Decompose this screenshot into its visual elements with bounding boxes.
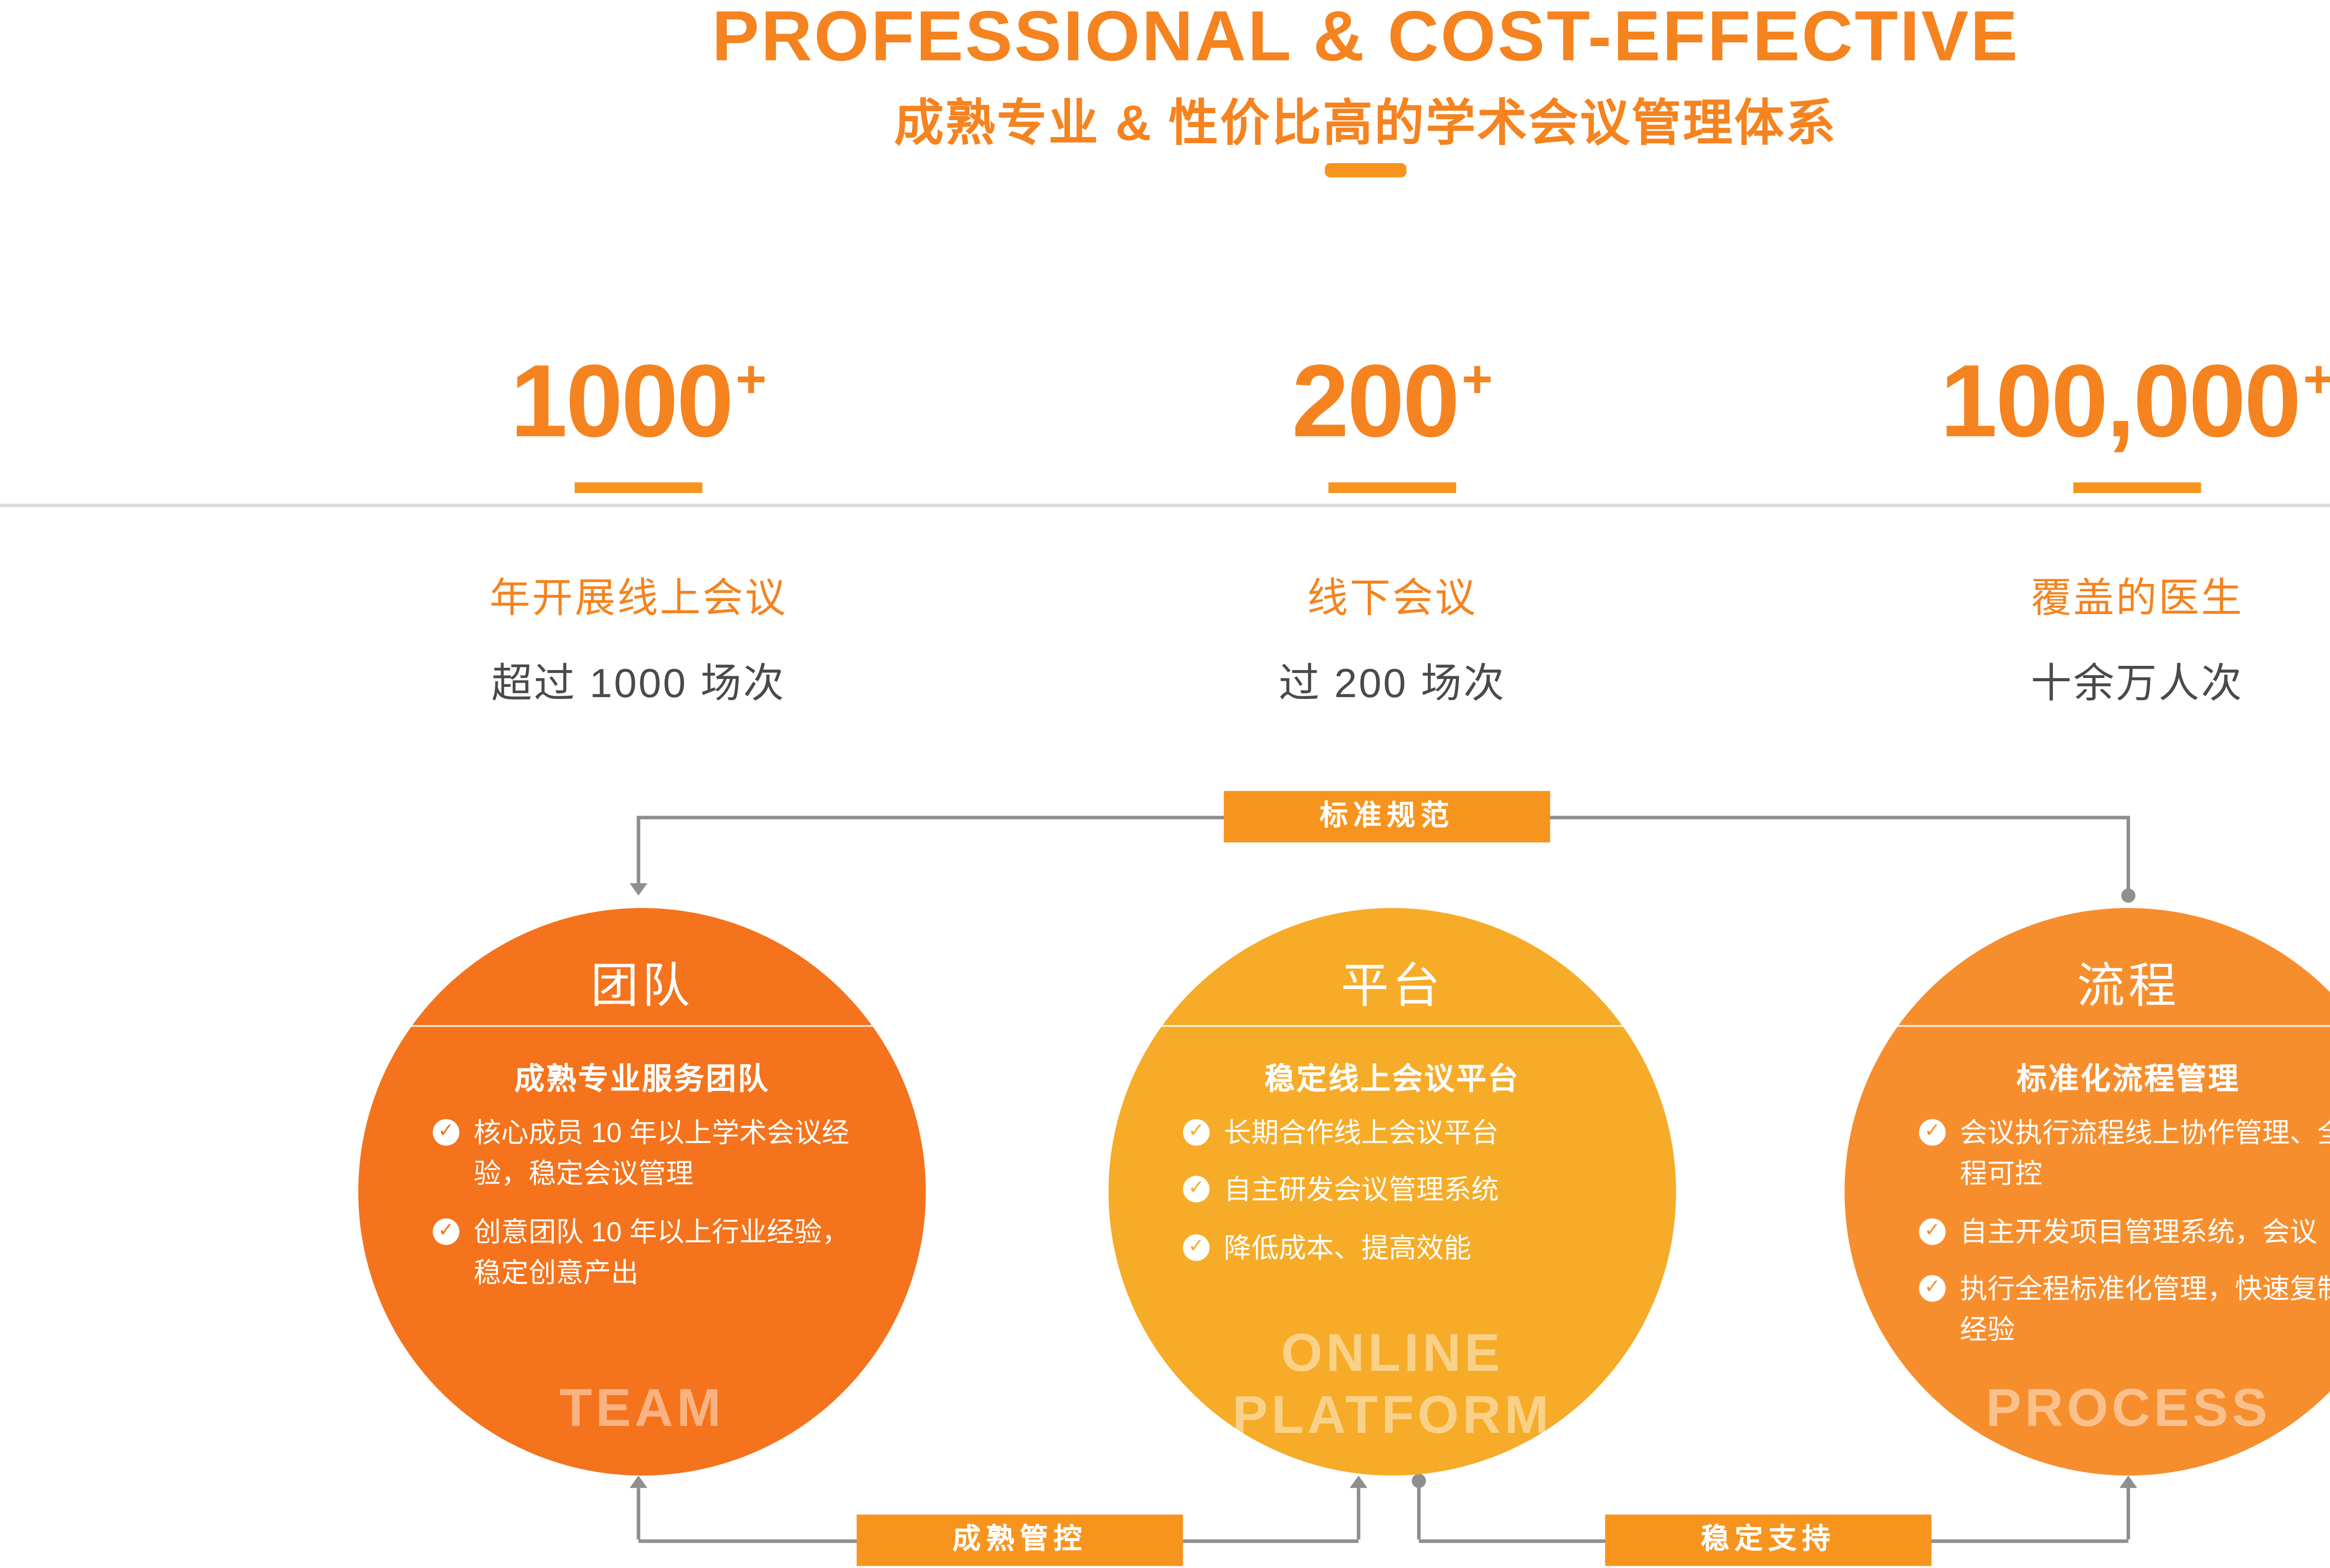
top-connector-right-drop [2126, 815, 2130, 892]
bullet-list: ✓ 长期合作线上会议平台 ✓ 自主研发会议管理系统 ✓ 降低成本、提高效能 [1183, 1114, 1619, 1269]
connector-dot [2121, 888, 2136, 903]
circle-watermark: PROCESS [1986, 1379, 2271, 1438]
circle-watermark: TEAM [559, 1379, 725, 1438]
arrow-down-icon [630, 883, 648, 896]
bullet-item: ✓ 创意团队 10 年以上行业经验，稳定创意产出 [432, 1212, 869, 1294]
plus-superscript: + [735, 351, 767, 410]
circle-title: 团队 [590, 959, 694, 1013]
bottom-right-connector-right-drop [2126, 1488, 2130, 1540]
bullet-text: 自主研发会议管理系统 [1224, 1176, 1499, 1207]
connector-label-top: 标准规范 [1224, 791, 1550, 842]
circle-platform: 平台 稳定线上会议平台 ✓ 长期合作线上会议平台 ✓ 自主研发会议管理系统 ✓ … [1108, 908, 1676, 1476]
check-circle-icon: ✓ [1183, 1119, 1210, 1146]
check-circle-icon: ✓ [432, 1119, 459, 1146]
circle-divider [1158, 1025, 1627, 1027]
circle-subtitle: 成熟专业服务团队 [514, 1062, 770, 1096]
stats-horizontal-rule [0, 503, 2330, 507]
stat-underline [575, 482, 703, 493]
stat-description: 过 200 场次 [1278, 659, 1506, 706]
stat-value: 100,000+ [1836, 347, 2330, 475]
connector-label-bottom-left: 成熟管控 [857, 1514, 1183, 1566]
bullet-text: 执行全程标准化管理，快速复制经验 [1960, 1274, 2330, 1346]
bullet-list: ✓ 会议执行流程线上协作管理、全程可控 ✓ 自主开发项目管理系统，会议 ✓ 执行… [1919, 1114, 2330, 1352]
arrow-up-icon [1350, 1475, 1368, 1488]
connector-dot [1412, 1473, 1426, 1488]
stat-description: 十余万人次 [2030, 659, 2244, 706]
arrow-up-icon [630, 1475, 648, 1488]
stat-number: 100,000 [1940, 344, 2301, 459]
bullet-text: 降低成本、提高效能 [1224, 1233, 1472, 1264]
connector-label-bottom-right: 稳定支持 [1605, 1514, 1932, 1566]
bullet-text: 创意团队 10 年以上行业经验，稳定创意产出 [473, 1217, 850, 1289]
bullet-list: ✓ 核心成员 10 年以上学术会议经验，稳定会议管理 ✓ 创意团队 10 年以上… [432, 1114, 869, 1294]
circle-title: 流程 [2076, 959, 2180, 1013]
stat-offline-meetings: 200+ 线下会议 过 200 场次 [1091, 347, 1694, 709]
stat-label: 覆盖的医生 [2030, 575, 2244, 621]
plus-superscript: + [2303, 351, 2330, 410]
stat-underline [1328, 482, 1456, 493]
stat-number: 1000 [510, 344, 734, 459]
stat-doctors-covered: 100,000+ 覆盖的医生 十余万人次 [1836, 347, 2330, 709]
bullet-item: ✓ 自主研发会议管理系统 [1183, 1171, 1619, 1212]
plus-superscript: + [1461, 351, 1493, 410]
page-subtitle: 成熟专业 & 性价比高的学术会议管理体系 [894, 96, 1837, 151]
stat-label: 年开展线上会议 [489, 575, 788, 621]
stat-label: 线下会议 [1307, 575, 1478, 621]
check-circle-icon: ✓ [1919, 1217, 1946, 1244]
circle-watermark: ONLINE PLATFORM [1232, 1325, 1553, 1445]
page-title: PROFESSIONAL & COST-EFFECTIVE [712, 0, 2020, 76]
bullet-item: ✓ 自主开发项目管理系统，会议 [1919, 1212, 2330, 1253]
bottom-right-connector-left-drop [1417, 1486, 1420, 1540]
circle-subtitle: 稳定线上会议平台 [1264, 1062, 1520, 1096]
bullet-item: ✓ 会议执行流程线上协作管理、全程可控 [1919, 1114, 2330, 1196]
bullet-item: ✓ 降低成本、提高效能 [1183, 1228, 1619, 1269]
stat-underline [2073, 482, 2201, 493]
check-circle-icon: ✓ [1919, 1274, 1946, 1301]
bullet-text: 长期合作线上会议平台 [1224, 1119, 1499, 1150]
circle-subtitle: 标准化流程管理 [2016, 1062, 2240, 1096]
bullet-text: 自主开发项目管理系统，会议 [1960, 1217, 2317, 1248]
bullet-text: 核心成员 10 年以上学术会议经验，稳定会议管理 [473, 1119, 850, 1191]
circle-title: 平台 [1341, 959, 1444, 1013]
bottom-left-connector-right-drop [1357, 1488, 1360, 1540]
circle-process: 流程 标准化流程管理 ✓ 会议执行流程线上协作管理、全程可控 ✓ 自主开发项目管… [1844, 908, 2330, 1476]
bullet-item: ✓ 长期合作线上会议平台 [1183, 1114, 1619, 1155]
check-circle-icon: ✓ [432, 1217, 459, 1244]
stat-value: 200+ [1091, 347, 1694, 475]
stat-number: 200 [1292, 344, 1460, 459]
bottom-left-connector-left-drop [637, 1488, 640, 1540]
bullet-item: ✓ 执行全程标准化管理，快速复制经验 [1919, 1269, 2330, 1352]
title-divider-bar [1325, 163, 1407, 178]
bullet-item: ✓ 核心成员 10 年以上学术会议经验，稳定会议管理 [432, 1114, 869, 1196]
check-circle-icon: ✓ [1183, 1233, 1210, 1260]
circle-divider [1894, 1025, 2330, 1027]
check-circle-icon: ✓ [1919, 1119, 1946, 1146]
stat-online-meetings: 1000+ 年开展线上会议 超过 1000 场次 [337, 347, 940, 709]
bullet-text: 会议执行流程线上协作管理、全程可控 [1960, 1119, 2330, 1191]
top-connector-left-drop [637, 815, 640, 883]
arrow-up-icon [2119, 1475, 2138, 1488]
check-circle-icon: ✓ [1183, 1176, 1210, 1203]
stat-value: 1000+ [337, 347, 940, 475]
circle-divider [408, 1025, 877, 1027]
stat-description: 超过 1000 场次 [491, 659, 786, 706]
circle-team: 团队 成熟专业服务团队 ✓ 核心成员 10 年以上学术会议经验，稳定会议管理 ✓… [358, 908, 926, 1476]
